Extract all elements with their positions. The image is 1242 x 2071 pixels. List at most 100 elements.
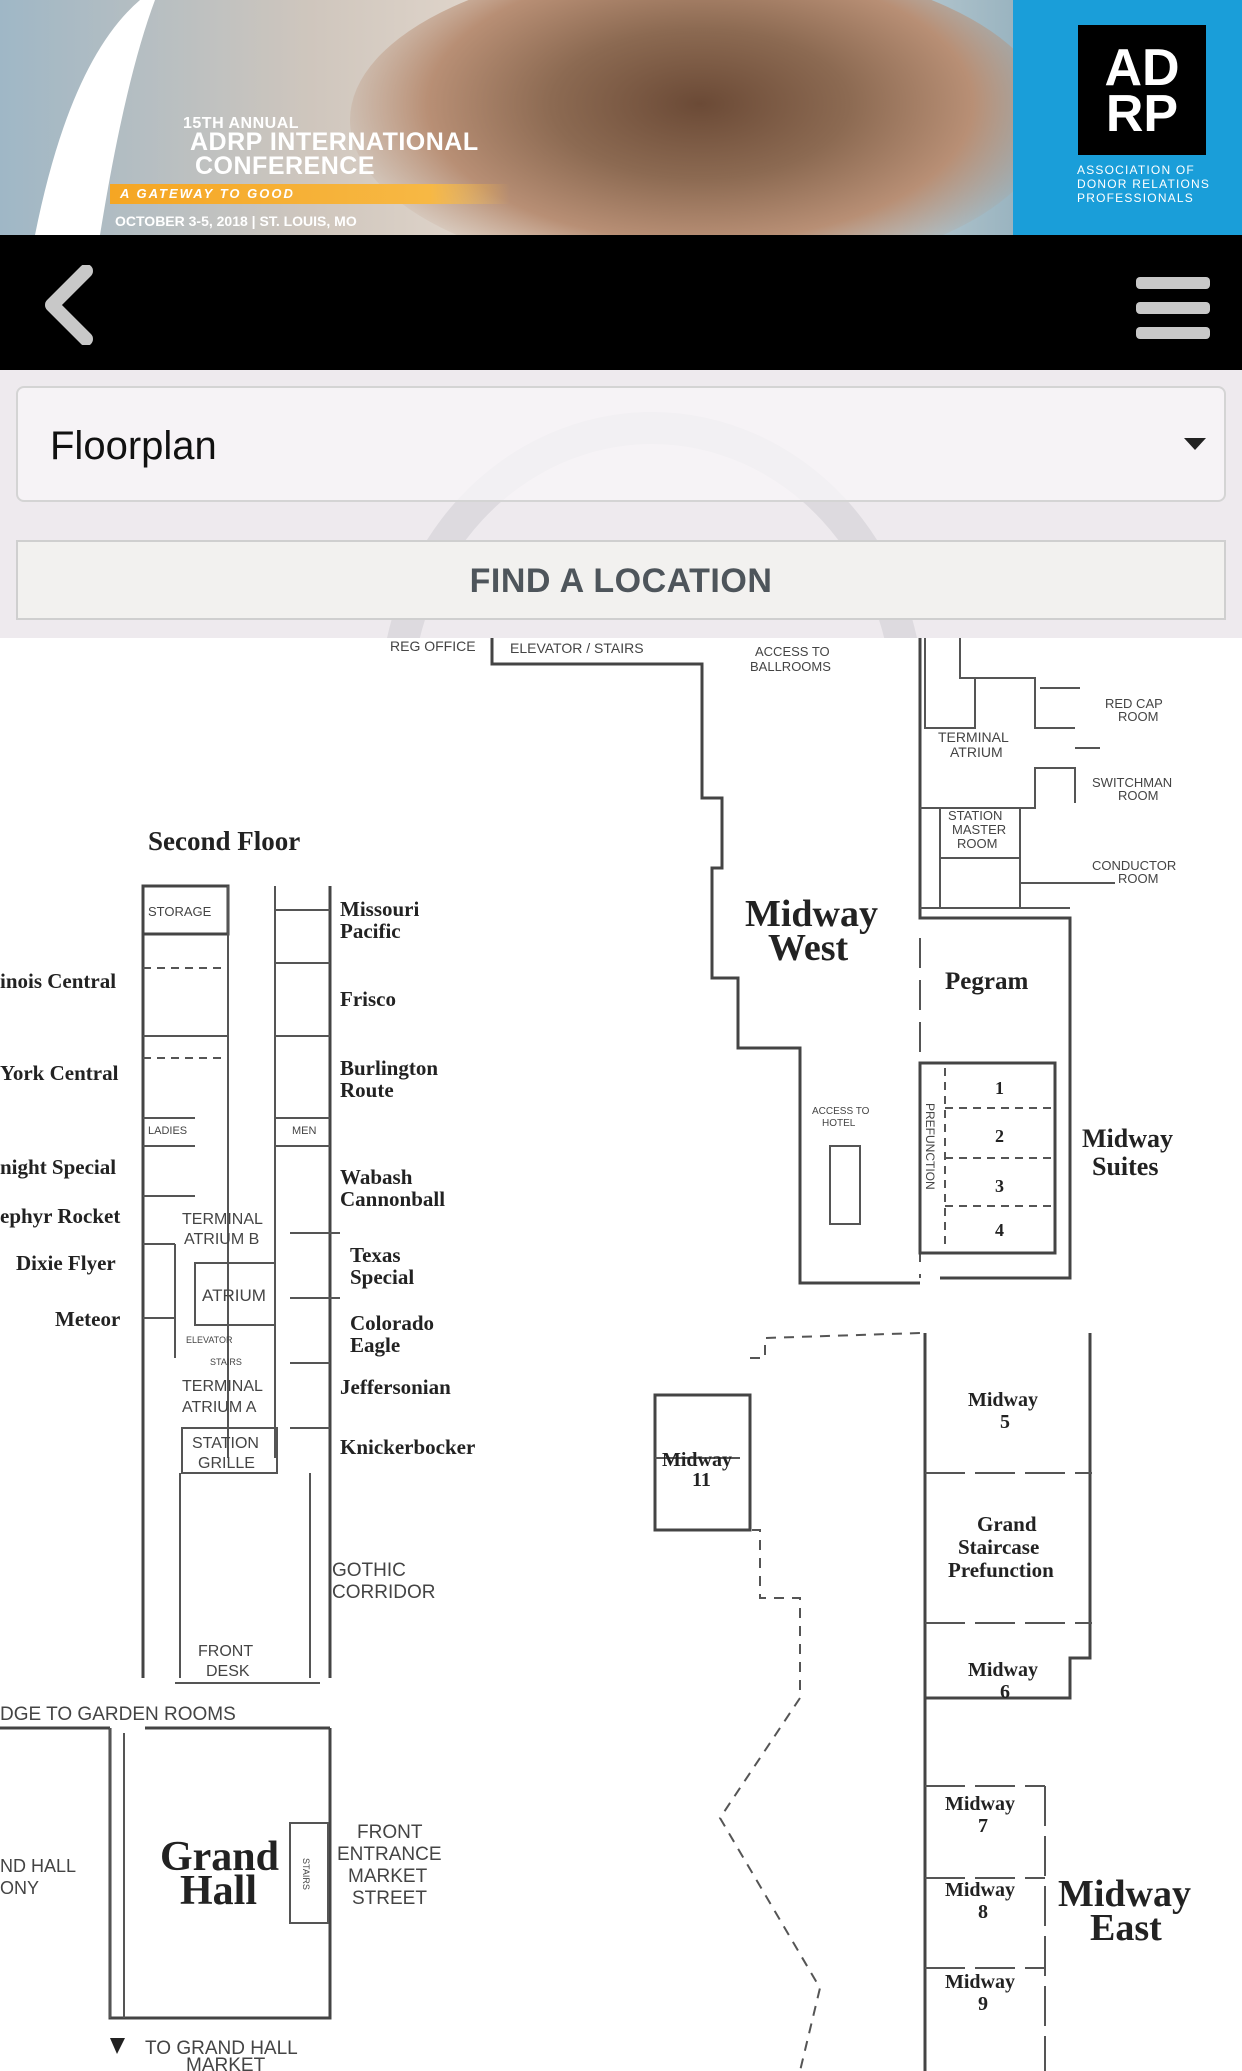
terminal-atrium-a-label: TERMINAL (182, 1378, 263, 1395)
hamburger-bar (1136, 302, 1210, 314)
front-entrance-label-3: MARKET (348, 1866, 428, 1887)
midway-west-label-2[interactable]: West (768, 927, 849, 969)
grand-hall-label-2[interactable]: Hall (180, 1868, 257, 1914)
switchman-room-label: SWITCHMAN (1092, 775, 1172, 790)
hamburger-menu-icon (1136, 277, 1210, 289)
atrium-label: ATRIUM (202, 1286, 266, 1305)
room-frisco[interactable]: Frisco (340, 987, 396, 1011)
storage-label: STORAGE (148, 904, 212, 919)
grand-staircase-label-3[interactable]: Prefunction (948, 1558, 1054, 1582)
floorplan-select[interactable]: Floorplan (16, 386, 1226, 502)
suite-1-label[interactable]: 1 (995, 1078, 1004, 1098)
midway-suites-label-2[interactable]: Suites (1092, 1152, 1158, 1181)
chevron-left-icon (45, 264, 93, 346)
terminal-atrium-a-label-2: ATRIUM A (182, 1399, 257, 1416)
nav-bar (0, 235, 1242, 370)
stairs-label: STAIRS (210, 1357, 242, 1367)
terminal-atrium-b-label: TERMINAL (182, 1211, 263, 1228)
front-desk-label: FRONT (198, 1643, 253, 1660)
bridge-to-garden-rooms-label: DGE TO GARDEN ROOMS (0, 1704, 236, 1725)
room-jeffersonian[interactable]: Jeffersonian (340, 1375, 451, 1399)
gothic-corridor-label-2: CORRIDOR (332, 1582, 435, 1603)
suite-2-label[interactable]: 2 (995, 1126, 1004, 1146)
grand-staircase-label[interactable]: Grand (977, 1512, 1037, 1536)
terminal-atrium-label: TERMINAL (938, 729, 1009, 745)
room-midnight-special[interactable]: night Special (0, 1155, 116, 1179)
grand-hall-balcony-label: ND HALL (0, 1856, 76, 1876)
reg-office-label: REG OFFICE (390, 638, 476, 654)
suite-3-label[interactable]: 3 (995, 1176, 1004, 1196)
suite-4-label[interactable]: 4 (995, 1220, 1004, 1240)
midway-east-label-2[interactable]: East (1090, 1907, 1162, 1949)
room-burlington-route[interactable]: Burlington (340, 1056, 438, 1080)
front-entrance-label: FRONT (357, 1822, 423, 1843)
gothic-corridor-label: GOTHIC (332, 1560, 406, 1581)
station-master-label: STATION (948, 808, 1002, 823)
conductor-room-label: CONDUCTOR (1092, 858, 1176, 873)
midway-5-label-2[interactable]: 5 (1000, 1411, 1010, 1433)
room-wabash-cannonball-2[interactable]: Cannonball (340, 1187, 445, 1211)
room-meteor[interactable]: Meteor (55, 1307, 120, 1331)
org-line3: PROFESSIONALS (1077, 191, 1194, 205)
floorplan-map[interactable]: REG OFFICE ELEVATOR / STAIRS ACCESS TO B… (0, 638, 1242, 2071)
access-hotel-label: ACCESS TO (812, 1106, 870, 1117)
room-new-york-central[interactable]: York Central (0, 1061, 119, 1085)
midway-9-label-2[interactable]: 9 (978, 1993, 988, 2015)
select-value: Floorplan (50, 424, 217, 468)
room-burlington-route-2[interactable]: Route (340, 1078, 394, 1102)
midway-8-label-2[interactable]: 8 (978, 1901, 988, 1923)
midway-suites-label[interactable]: Midway (1082, 1124, 1173, 1153)
midway-11-label-2[interactable]: 11 (692, 1469, 711, 1491)
find-location-button[interactable]: FIND A LOCATION (16, 540, 1226, 620)
back-button[interactable] (40, 264, 100, 346)
to-market-label: TO GRAND HALL (145, 2038, 298, 2059)
midway-8-label[interactable]: Midway (945, 1879, 1015, 1901)
room-zephyr-rocket[interactable]: ephyr Rocket (0, 1204, 120, 1228)
room-colorado-eagle[interactable]: Colorado (350, 1311, 434, 1335)
midway-5-label[interactable]: Midway (968, 1389, 1038, 1411)
room-dixie-flyer[interactable]: Dixie Flyer (16, 1251, 116, 1275)
midway-6-label[interactable]: Midway (968, 1659, 1038, 1681)
room-missouri-pacific-2[interactable]: Pacific (340, 919, 401, 943)
midway-11-label[interactable]: Midway (662, 1449, 732, 1471)
station-master-label-2: MASTER (952, 822, 1006, 837)
room-knickerbocker[interactable]: Knickerbocker (340, 1435, 475, 1459)
access-ballrooms-label-2: BALLROOMS (750, 659, 831, 674)
caret-down-icon (1184, 438, 1206, 450)
adrp-logo (1078, 25, 1206, 155)
midway-9-label[interactable]: Midway (945, 1971, 1015, 1993)
gateway-arch-icon (35, 0, 155, 235)
prefunction-label: PREFUNCTION (923, 1103, 937, 1190)
date-location: OCTOBER 3-5, 2018 | ST. LOUIS, MO (115, 213, 357, 229)
men-label: MEN (292, 1125, 317, 1137)
room-texas-special[interactable]: Texas (350, 1243, 401, 1267)
midway-6-label-2[interactable]: 6 (1000, 1681, 1010, 1703)
elevator-label: ELEVATOR (186, 1335, 233, 1345)
pegram-label[interactable]: Pegram (945, 968, 1028, 995)
station-grille-label: STATION (192, 1435, 259, 1452)
grand-staircase-label-2[interactable]: Staircase (958, 1535, 1039, 1559)
tagline-band (110, 184, 510, 204)
access-ballrooms-label: ACCESS TO (755, 644, 830, 659)
grand-hall-label[interactable]: Grand (160, 1834, 279, 1880)
room-missouri-pacific[interactable]: Missouri (340, 897, 420, 921)
logo-text-line2: RP (1105, 85, 1179, 143)
menu-button[interactable] (1136, 277, 1210, 339)
conference-title-line2: CONFERENCE (195, 152, 376, 180)
midway-east-label[interactable]: Midway (1058, 1873, 1191, 1915)
front-desk-label-2: DESK (206, 1663, 250, 1680)
midway-7-label[interactable]: Midway (945, 1793, 1015, 1815)
room-wabash-cannonball[interactable]: Wabash (340, 1165, 413, 1189)
conference-title-line1: ADRP INTERNATIONAL (190, 128, 479, 156)
room-colorado-eagle-2[interactable]: Eagle (350, 1333, 400, 1357)
hamburger-bar (1136, 327, 1210, 339)
controls-area: Floorplan FIND A LOCATION (0, 370, 1242, 638)
conductor-room-label-2: ROOM (1118, 871, 1158, 886)
org-line2: DONOR RELATIONS (1077, 177, 1211, 191)
station-grille-label-2: GRILLE (198, 1455, 255, 1472)
midway-7-label-2[interactable]: 7 (978, 1815, 988, 1837)
room-texas-special-2[interactable]: Special (350, 1265, 414, 1289)
room-illinois-central[interactable]: inois Central (0, 969, 116, 993)
annual-label: 15TH ANNUAL (183, 115, 300, 132)
midway-west-label[interactable]: Midway (745, 893, 878, 935)
